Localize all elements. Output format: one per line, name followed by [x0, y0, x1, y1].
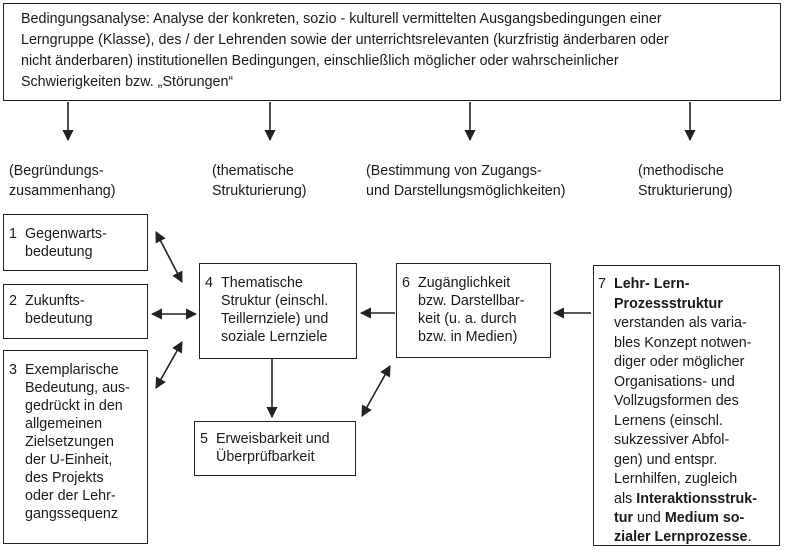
- arrow-3-4: [155, 341, 183, 389]
- box7-line-6: Organisations- und: [614, 373, 735, 390]
- box7-line-12-pre: als: [614, 490, 637, 507]
- box7-line-8: Lernens (einschl.: [614, 412, 723, 429]
- box7-line-13-mid: und: [633, 510, 665, 526]
- box7-line-10: gen) und entspr.: [614, 451, 718, 468]
- box6-number: 6: [402, 275, 410, 291]
- header-access-1: (Bestimmung von Zugangs-: [366, 163, 542, 179]
- box5-number: 5: [200, 431, 208, 447]
- box3-text: Exemplarische Bedeutung, aus- gedrückt i…: [25, 362, 130, 522]
- header-access-2: und Darstellungsmöglichkeiten): [366, 183, 566, 199]
- header-justification-2: zusammenhang): [9, 183, 116, 199]
- box-verifiability: 5 Erweisbarkeit und Überprüfbarkeit: [194, 421, 356, 476]
- box7-line-12-bold: Interaktionsstruk-: [636, 490, 758, 507]
- box7-line-5: diger oder möglicher: [614, 354, 745, 370]
- box2-text: Zukunfts- bedeutung: [25, 293, 93, 327]
- box7-line-4: bles Konzept notwen-: [614, 334, 752, 351]
- arrow-5-6: [361, 365, 391, 417]
- box7-line-14-bold: zialer Lernprozesse: [614, 529, 748, 545]
- box-accessibility: 6 Zugänglichkeit bzw. Darstellbar- keit …: [396, 263, 551, 358]
- header-justification-1: (Begründungs-: [9, 163, 104, 179]
- box7-number: 7: [598, 276, 606, 292]
- box7-line-14: zialer Lernprozesse.: [614, 528, 751, 546]
- box7-line-7: Vollzugsformen des: [614, 393, 739, 409]
- box7-line-12: als Interaktionsstruk-: [614, 490, 757, 508]
- header-method-1: (methodische: [638, 163, 724, 179]
- box-present-significance: 1 Gegenwarts- bedeutung: [3, 214, 148, 271]
- box-exemplary-significance: 3 Exemplarische Bedeutung, aus- gedrückt…: [3, 350, 148, 544]
- box2-number: 2: [9, 293, 17, 309]
- box3-number: 3: [9, 362, 17, 378]
- conditions-line-3: nicht änderbaren) institutionellen Bedin…: [21, 53, 619, 69]
- conditions-line-1: Bedingungsanalyse: Analyse der konkreten…: [21, 11, 662, 27]
- conditions-line-4: Schwierigkeiten bzw. „Störungen“: [21, 74, 234, 90]
- box7-line-11: Lernhilfen, zugleich: [614, 471, 738, 487]
- box4-number: 4: [205, 275, 213, 291]
- box7-line-14-post: .: [747, 529, 752, 545]
- box-thematic-structure: 4 Thematische Struktur (einschl. Teiller…: [199, 263, 357, 359]
- box7-line-13-bold-a: tur: [614, 510, 634, 526]
- box7-line-13: tur und Medium so-: [614, 509, 744, 527]
- box7-line-2: Prozessstruktur: [614, 295, 723, 312]
- conditions-analysis-box: Bedingungsanalyse: Analyse der konkreten…: [3, 3, 781, 101]
- header-thematic-1: (thematische: [212, 163, 294, 179]
- box7-line-9: sukzessiver Abfol-: [614, 432, 730, 448]
- box6-text: Zugänglichkeit bzw. Darstellbar- keit (u…: [418, 275, 525, 345]
- header-method-2: Strukturierung): [638, 183, 733, 199]
- conditions-line-2: Lerngruppe (Klasse), des / der Lehrenden…: [21, 32, 669, 48]
- header-thematic-2: Strukturierung): [212, 183, 307, 199]
- box7-line-1: Lehr- Lern-: [614, 276, 690, 292]
- box-future-significance: 2 Zukunfts- bedeutung: [3, 284, 148, 339]
- box4-text: Thematische Struktur (einschl. Teillernz…: [221, 275, 329, 345]
- box7-line-13-bold-b: Medium so-: [664, 510, 745, 526]
- box1-number: 1: [9, 226, 17, 242]
- box1-text: Gegenwarts- bedeutung: [25, 226, 107, 260]
- box5-text: Erweisbarkeit und Überprüfbarkeit: [216, 431, 330, 465]
- arrow-1-4: [155, 231, 183, 283]
- box7-line-3: verstanden als varia-: [614, 315, 747, 331]
- box-teaching-learning-process: 7 Lehr- Lern- Prozessstruktur verstanden…: [593, 265, 780, 546]
